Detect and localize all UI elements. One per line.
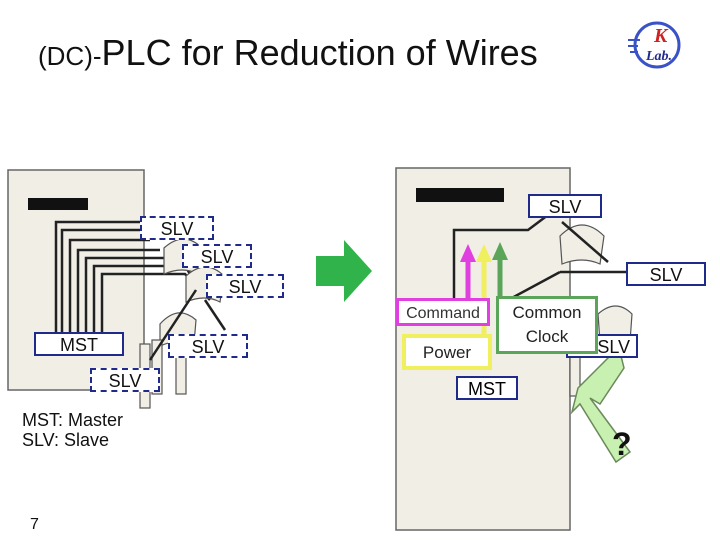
power-arrow-icon: [476, 244, 492, 262]
legend: MST: Master SLV: Slave: [22, 410, 123, 450]
slave-label: SLV: [90, 368, 160, 392]
page-number: 7: [30, 516, 39, 533]
page-title: (DC)-PLC for Reduction of Wires: [38, 32, 538, 74]
question-mark: ?: [612, 426, 632, 462]
master-label: MST: [34, 332, 124, 356]
clock-arrow-icon: [492, 242, 508, 260]
slave-label: SLV: [182, 244, 252, 268]
right-panel-slot: [416, 188, 504, 202]
lab-logo-icon: K Lab.: [628, 21, 681, 69]
left-panel-slot: [28, 198, 88, 210]
right-slave-devices: [559, 224, 633, 397]
svg-text:K: K: [653, 25, 669, 47]
clock-label-line1: Common: [512, 303, 582, 322]
clock-label-line2: Clock: [525, 327, 569, 346]
slave-label: SLV: [206, 274, 284, 298]
title-prefix: (DC)-: [38, 41, 102, 71]
slave-label: SLV: [626, 262, 706, 286]
slave-label: SLV: [140, 216, 214, 240]
command-arrow-icon: [460, 244, 476, 262]
slave-label: SLV: [168, 334, 248, 358]
power-label: Power: [402, 334, 492, 370]
master-label: MST: [456, 376, 518, 400]
transition-arrow-icon: [316, 240, 372, 302]
common-clock-label: Common Clock: [496, 296, 598, 354]
slave-label: SLV: [528, 194, 602, 218]
title-main: PLC for Reduction of Wires: [101, 32, 538, 73]
command-label: Command: [396, 298, 490, 326]
logo-text: Lab.: [645, 49, 672, 64]
legend-slave: SLV: Slave: [22, 430, 110, 450]
legend-master: MST: Master: [22, 410, 124, 430]
left-wire-bundle: [54, 220, 211, 336]
